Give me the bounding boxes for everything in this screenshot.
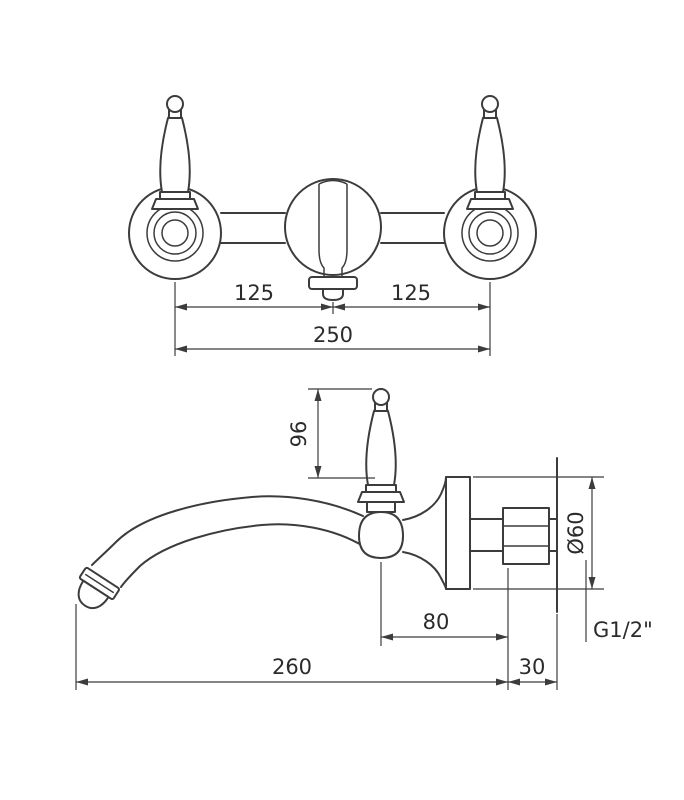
dim-left-pitch: 125: [234, 281, 274, 305]
hex-nut: [502, 507, 550, 565]
mounting-bar: [220, 212, 445, 244]
dim-right-pitch: 125: [391, 281, 431, 305]
thread-size-label: G1/2": [593, 618, 653, 642]
spout-flange-front: [308, 276, 358, 290]
front-dimensions: 125 125 250: [174, 281, 491, 356]
left-lever-handle: [151, 95, 199, 210]
dim-spout-reach: 260: [272, 655, 312, 679]
dim-flange-diameter: Ø60: [564, 511, 588, 554]
spout-outlet-front: [322, 288, 344, 301]
right-lever-handle: [466, 95, 514, 210]
wall-escutcheon: [402, 457, 558, 613]
dim-wall-flange-depth: 30: [519, 655, 546, 679]
dim-handle-height: 96: [287, 421, 311, 448]
right-valve: [443, 95, 537, 280]
side-view: 96 Ø60 G1/2" 80 260: [75, 388, 653, 690]
dim-overall-width: 250: [313, 323, 353, 347]
side-dimensions: 96 Ø60 G1/2" 80 260: [75, 388, 653, 690]
mixer-body-side: [358, 499, 404, 559]
dim-body-depth: 80: [423, 610, 450, 634]
front-view: 125 125 250: [128, 95, 537, 356]
escutcheon-plate: [445, 476, 471, 590]
side-lever-handle: [357, 388, 405, 503]
aerator: [77, 566, 121, 610]
mixer-body-front: [284, 178, 382, 301]
left-valve: [128, 95, 222, 280]
spout-side: [77, 495, 364, 610]
